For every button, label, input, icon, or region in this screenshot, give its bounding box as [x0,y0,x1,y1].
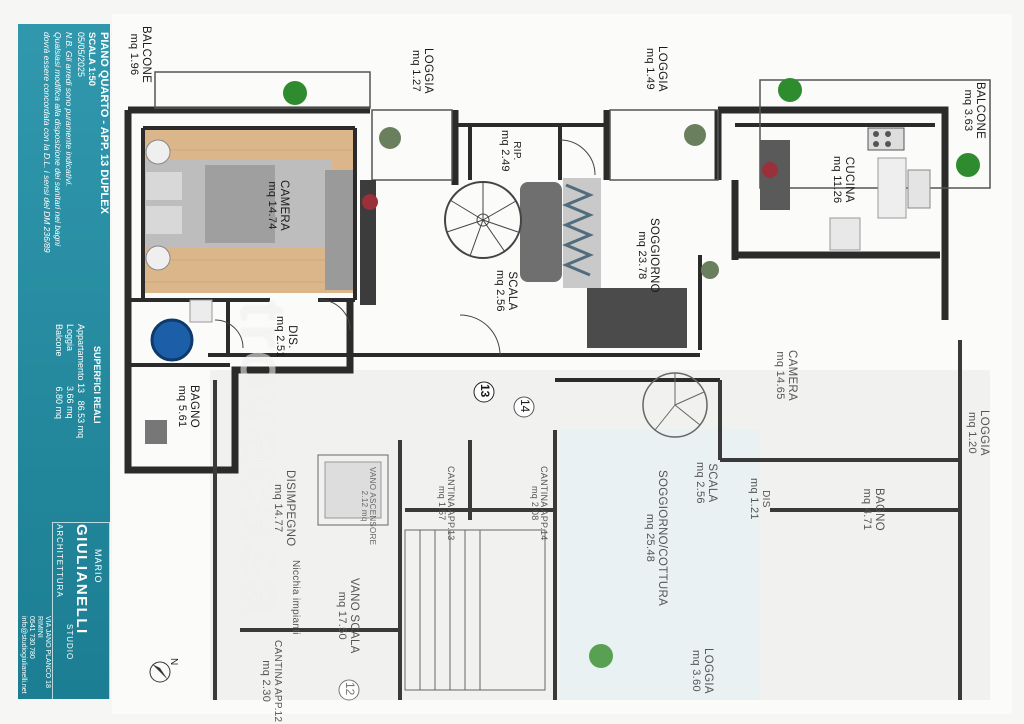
brand-studio: STUDIO [65,624,74,661]
address-4: info@studiogiulianelli.net [20,616,27,694]
north-compass [149,661,171,683]
compass-label: N [168,658,179,666]
kitchen-furniture [760,127,931,251]
address-2: RIMINI [36,616,43,638]
panel-date: 05/05/2025 [76,32,86,78]
room-label-rip: RIP.mq 2.49 [499,130,523,172]
sofa [520,182,562,282]
surface-row-3: Balcone 6.80 mq [54,324,64,420]
brand-name: GIULIANELLI [73,524,90,635]
plants [283,78,980,668]
room-label-nicchia: Nicchia impianti [290,560,301,635]
unit-marker-13: 13 [478,384,492,398]
unit-marker-12: 12 [343,682,357,696]
surfaces-title: SUPERFICI REALI [92,346,102,424]
panel-note-3: dovrà essere concordata con la D.L. i se… [42,32,52,253]
stair-block [404,529,546,691]
panel-scale: SCALA 1:50 [86,32,97,87]
surface-row-2: Loggia 3.66 mq [65,324,75,419]
address-3: 0541 730 780 [28,616,35,659]
title-block-panel: PIANO QUARTO - APP. 13 DUPLEX SCALA 1:50… [18,24,110,699]
brand-box [52,522,110,699]
unit-marker-14: 14 [518,399,532,413]
panel-note-1: N.B. Gli arredi sono puramente indicativ… [64,32,74,187]
spiral-staircase-lower [642,372,708,438]
panel-note-2: Qualsiasi modifica alla disposizione dei… [53,32,63,247]
panel-title: PIANO QUARTO - APP. 13 DUPLEX [98,32,110,214]
round-bathtub [150,318,194,362]
surface-row-1: Appartamento 13 86.53 mq [76,324,86,439]
bed [142,139,332,271]
brand-sub: ARCHITETTURA [55,524,64,598]
room-label-dis: DIS.mq 2.51 [273,316,298,358]
brand-first-name: MARIO [93,549,103,584]
address-1: VIA JANO PLANCO 18 [44,616,51,688]
spiral-staircase [444,181,522,259]
